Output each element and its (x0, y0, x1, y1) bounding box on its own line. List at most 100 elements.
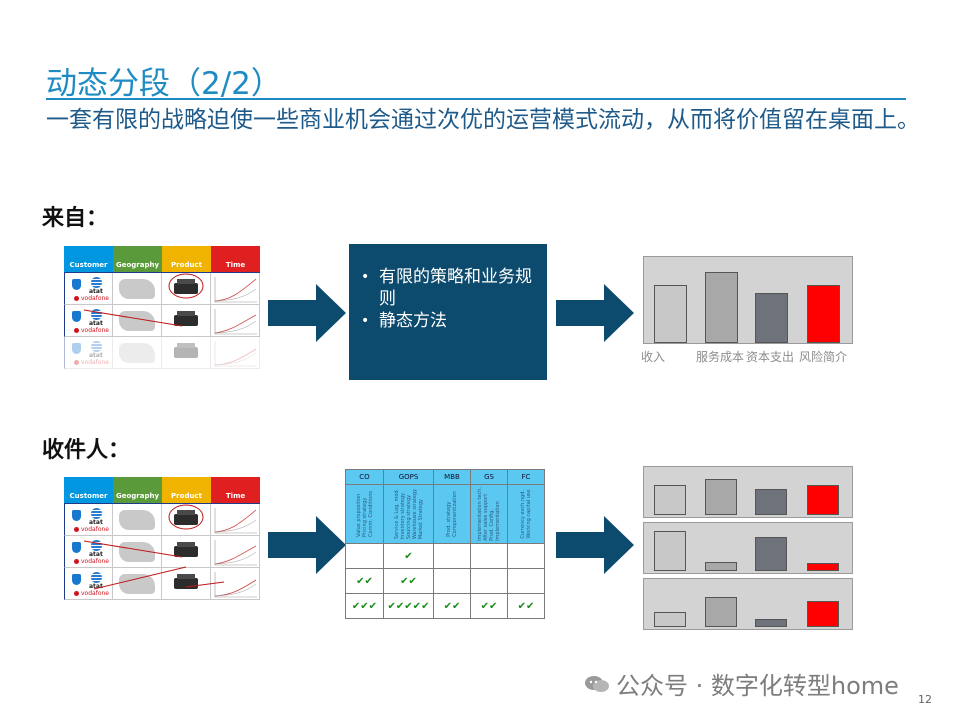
bar (807, 285, 840, 343)
network-device-icon (174, 574, 198, 589)
time-curve (211, 337, 260, 369)
growth-curve-icon (214, 540, 257, 566)
product-device (162, 536, 211, 568)
network-device-icon (174, 542, 198, 557)
bar (705, 479, 737, 515)
arrow-right-icon (268, 516, 346, 574)
table-cell: ✔✔✔ (345, 593, 384, 619)
geography-map (113, 504, 162, 536)
bar-label-risk: 风险简介 (799, 350, 848, 364)
mini-bar-chart (643, 522, 853, 574)
matrix-header-cell: Time (211, 477, 260, 503)
table-cell (507, 568, 545, 594)
table-cell (433, 543, 471, 569)
table-header: GOPS (383, 469, 434, 485)
table-vertical-text: Implementation tech. After sales support… (477, 487, 501, 541)
strategy-item: 静态方法 (359, 310, 535, 332)
title-divider (46, 98, 906, 100)
growth-curve-icon (214, 508, 257, 534)
cost-bar-chart (643, 256, 853, 344)
wechat-icon (585, 676, 609, 692)
att-logo-icon (91, 277, 102, 288)
table-subheader: Implementation tech. After sales support… (470, 484, 508, 544)
matrix-header-cell: Product (162, 477, 211, 503)
map-icon (119, 542, 155, 562)
bar (654, 485, 686, 515)
table-vertical-text: Currency exch.ngd. Working capital use (520, 489, 532, 539)
product-device (162, 273, 211, 305)
table-cell: ✔✔ (433, 593, 471, 619)
matrix-header-cell: Geography (113, 477, 162, 503)
att-logo-icon (91, 540, 102, 551)
telstra-logo-icon (72, 311, 81, 322)
table-cell: ✔✔ (345, 568, 384, 594)
capability-table: CO GOPS MBB GS FC Value proposition Pric… (345, 469, 545, 619)
atat-logo-text: atat (89, 551, 103, 558)
map-icon (119, 279, 155, 299)
table-vertical-text: Value proposition Pricing strategy Comm.… (355, 491, 374, 537)
page-number: 12 (918, 693, 932, 706)
table-row: ✔✔✔ ✔✔✔✔✔ ✔✔ ✔✔ ✔✔ (345, 593, 545, 619)
vodafone-logo-text: vodafone (74, 526, 109, 533)
mini-bar-chart (643, 466, 853, 518)
bar (807, 601, 839, 627)
vodafone-logo-text: vodafone (74, 558, 109, 565)
table-cell (345, 543, 384, 569)
atat-logo-text: atat (89, 519, 103, 526)
product-device (162, 305, 211, 337)
time-curve (211, 305, 260, 337)
map-icon (119, 510, 155, 530)
matrix-header-cell: Time (211, 246, 260, 272)
growth-curve-icon (214, 572, 257, 598)
geography-map (113, 568, 162, 600)
watermark-text: 公众号 · 数字化转型home (616, 672, 899, 700)
table-row: ✔✔ ✔✔ (345, 568, 545, 594)
network-device-icon (174, 311, 198, 326)
table-row: ✔ (345, 543, 545, 569)
bar (807, 563, 839, 571)
growth-curve-icon (214, 277, 257, 303)
table-subheader: Service & Log. mod. Inventory strategy S… (383, 484, 434, 544)
telstra-logo-icon (72, 574, 81, 585)
time-curve (211, 504, 260, 536)
bar-label-capex: 资本支出 (746, 350, 795, 364)
strategy-item: 有限的策略和业务规则 (359, 266, 535, 310)
vodafone-logo-text: vodafone (74, 295, 109, 302)
bar (654, 612, 686, 627)
network-device-icon (174, 510, 198, 525)
strategy-box: 有限的策略和业务规则 静态方法 (349, 244, 547, 380)
mini-bar-chart (643, 578, 853, 630)
att-logo-icon (91, 572, 102, 583)
table-cell: ✔✔ (470, 593, 508, 619)
map-icon (119, 574, 155, 594)
vodafone-logo-text: vodafone (74, 590, 109, 597)
table-cell: ✔ (383, 543, 434, 569)
table-subheader: Prod. strategy Componentization (433, 484, 471, 544)
table-vertical-text: Service & Log. mod. Inventory strategy S… (393, 488, 424, 540)
page-title: 动态分段（2/2） (46, 66, 282, 102)
bar (705, 562, 737, 571)
bar (755, 293, 788, 343)
matrix-header-cell: Customer (64, 246, 113, 272)
att-logo-icon (91, 341, 102, 352)
bar (755, 537, 787, 571)
from-label: 来自： (42, 206, 109, 231)
table-header: MBB (433, 469, 471, 485)
bar (755, 489, 787, 515)
table-header: CO (345, 469, 384, 485)
network-device-icon (174, 279, 198, 294)
table-cell (507, 543, 545, 569)
table-cell (433, 568, 471, 594)
atat-logo-text: atat (89, 583, 103, 590)
